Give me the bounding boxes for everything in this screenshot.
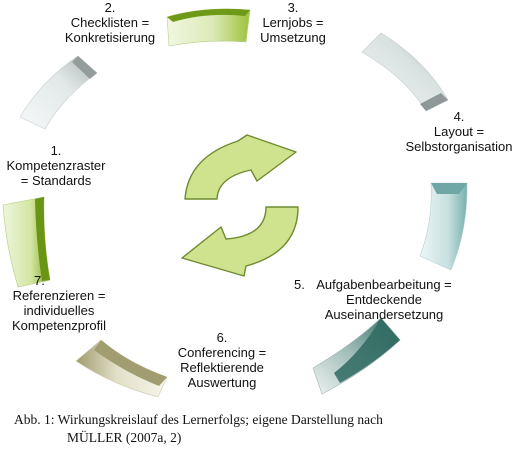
step-6-line1: Conferencing =: [177, 345, 267, 360]
cycle-segment-lower-left: [75, 339, 168, 398]
step-2-line2: Konkretisierung: [64, 30, 156, 45]
cycle-segment-upper-left: [19, 55, 98, 130]
step-6-number: 6.: [216, 330, 228, 345]
step-1-line1: Kompetenzraster: [6, 158, 106, 173]
step-7-line1: Referenzieren =: [12, 288, 106, 303]
step-1-line2: = Standards: [20, 173, 92, 188]
step-3-label: 3. Lernjobs = Umsetzung: [243, 0, 343, 45]
step-5-line2: Entdeckende: [346, 292, 422, 307]
step-5-number: 5.: [294, 277, 305, 292]
step-3-number: 3.: [287, 0, 299, 15]
step-1-label: 1. Kompetenzraster = Standards: [0, 143, 112, 188]
caption-line1: Abb. 1: Wirkungskreislauf des Lernerfolg…: [14, 412, 383, 427]
step-2-label: 2. Checklisten = Konkretisierung: [50, 0, 170, 45]
step-3-line2: Umsetzung: [260, 30, 326, 45]
step-4-label: 4. Layout = Selbstorganisation: [397, 109, 521, 154]
step-7-label: 7. Referenzieren = individuelles Kompete…: [0, 273, 118, 333]
step-2-line1: Checklisten =: [70, 15, 150, 30]
step-5-line1: Aufgabenbearbeitung =: [316, 277, 452, 292]
step-6-line3: Auswertung: [187, 375, 257, 390]
step-2-number: 2.: [104, 0, 116, 15]
step-7-line2: individuelles: [23, 303, 95, 318]
cycle-segment-right: [419, 182, 468, 271]
step-6-label: 6. Conferencing = Reflektierende Auswert…: [162, 330, 282, 390]
step-4-number: 4.: [453, 109, 465, 124]
step-6-line2: Reflektierende: [180, 360, 264, 375]
figure-caption: Abb. 1: Wirkungskreislauf des Lernerfolg…: [14, 411, 484, 447]
caption-line2: MÜLLER (2007a, 2): [67, 430, 182, 445]
cycle-segment-top: [166, 8, 251, 47]
step-1-number: 1.: [50, 143, 62, 158]
step-7-number: 7.: [34, 273, 45, 288]
step-7-line3: Kompetenzprofil: [12, 318, 106, 333]
cycle-arrows-icon: [181, 134, 299, 277]
cycle-segment-left: [2, 196, 51, 288]
step-5-line3: Auseinandersetzung: [324, 307, 444, 322]
step-4-line2: Selbstorganisation: [405, 139, 513, 154]
step-4-line1: Layout =: [433, 124, 485, 139]
step-3-line1: Lernjobs =: [262, 15, 324, 30]
step-5-label: Aufgabenbearbeitung = Entdeckende Ausein…: [300, 277, 468, 322]
cycle-segment-upper-right: [361, 32, 449, 112]
cycle-segment-lower-right: [312, 317, 401, 395]
